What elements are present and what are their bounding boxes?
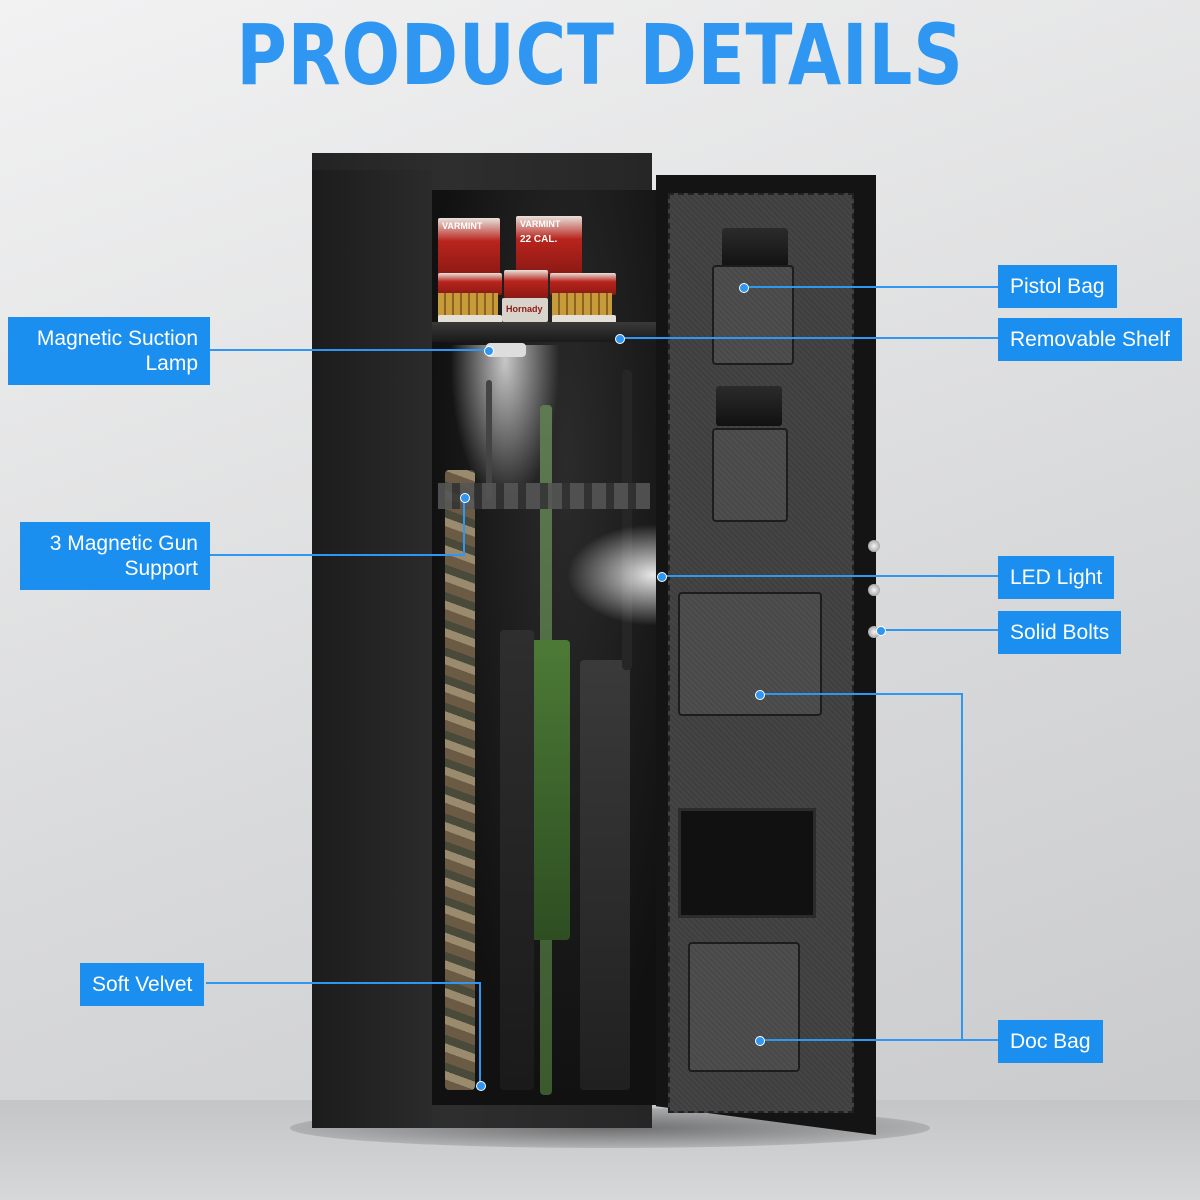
pistol [716, 386, 782, 426]
mesh-pocket [678, 808, 816, 918]
ammo-box-open: Hornady [502, 298, 548, 322]
rifle-barrel [486, 380, 492, 500]
ammo-box-brand: VARMINT [442, 221, 483, 231]
doc-bag [688, 942, 800, 1072]
callout-led-light: LED Light [998, 556, 1115, 599]
callout-dot [615, 334, 625, 344]
callout-pistol-bag: Pistol Bag [998, 265, 1117, 308]
ammo-box-brand: VARMINT [520, 219, 561, 229]
callout-removable-shelf: Removable Shelf [998, 318, 1182, 361]
pistol [722, 228, 788, 268]
ammo-box-flat [550, 273, 616, 295]
callout-gun-support: 3 Magnetic Gun Support [20, 522, 210, 590]
callout-dot [476, 1081, 486, 1091]
ammo-box-brand-2: Hornady [506, 304, 543, 314]
page-title: PRODUCT DETAILS [236, 6, 964, 104]
callout-magnetic-lamp-line1: Magnetic Suction [36, 327, 198, 350]
callout-dot [657, 572, 667, 582]
camo-rifle [445, 470, 475, 1090]
callout-dot [876, 626, 886, 636]
callout-magnetic-lamp-line2: Lamp [145, 352, 198, 375]
callout-dot [739, 283, 749, 293]
ammo-box: VARMINT 22 CAL. [516, 216, 582, 274]
callout-soft-velvet: Soft Velvet [80, 963, 205, 1006]
callout-dot [755, 690, 765, 700]
pistol-bag-lower [712, 428, 788, 522]
cabinet-side-panel [312, 170, 432, 1128]
pistol-bag-upper [712, 265, 794, 365]
callout-dot [484, 346, 494, 356]
callout-magnetic-lamp: Magnetic Suction Lamp [8, 317, 210, 385]
ammo-tray [438, 315, 502, 325]
magnetic-suction-lamp [486, 343, 526, 357]
bolt [868, 584, 880, 596]
callout-solid-bolts: Solid Bolts [998, 611, 1122, 654]
callout-dot [755, 1036, 765, 1046]
line-gun-support [210, 497, 465, 556]
document-pocket-middle [678, 592, 822, 716]
rifle-stock [530, 640, 570, 940]
callout-doc-bag: Doc Bag [998, 1020, 1103, 1063]
line-doc-bag-upper [760, 693, 998, 1041]
bolt [868, 540, 880, 552]
ammo-box-flat [438, 273, 502, 295]
black-rifle [580, 660, 630, 1090]
ammo-box-caliber: 22 CAL. [520, 234, 558, 245]
callout-gun-support-line1: 3 Magnetic Gun [49, 532, 198, 555]
ammo-rounds [438, 293, 498, 319]
ammo-tray [552, 315, 616, 325]
line-soft-velvet [206, 982, 481, 1085]
callout-gun-support-line2: Support [124, 557, 198, 580]
ammo-rounds [552, 293, 612, 319]
ammo-box: VARMINT [438, 218, 500, 276]
ammo-box-flat [504, 270, 548, 298]
black-rifle [500, 630, 534, 1090]
removable-shelf [432, 322, 656, 342]
magnetic-gun-support [438, 483, 650, 509]
callout-dot [460, 493, 470, 503]
